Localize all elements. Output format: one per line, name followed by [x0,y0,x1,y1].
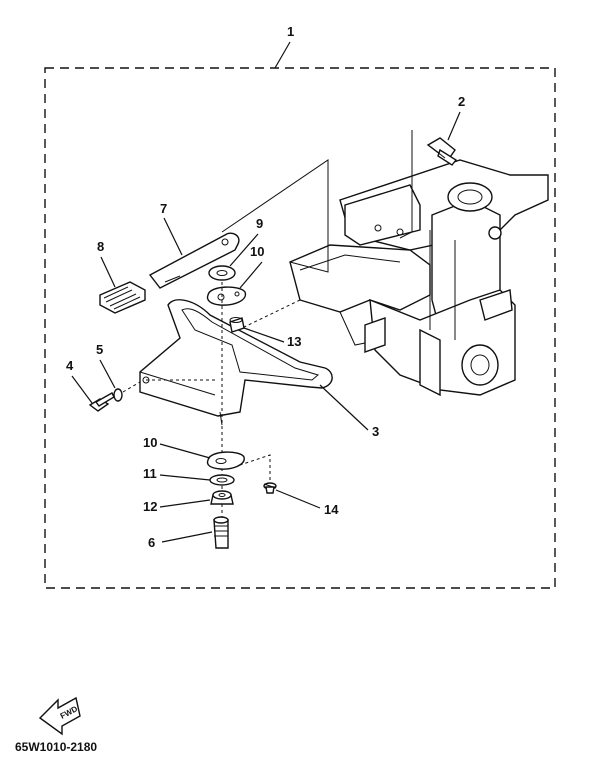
callout-9: 9 [256,216,263,231]
callout-11: 11 [143,466,157,481]
part-11-washer [209,474,235,486]
part-12-nut [210,490,234,505]
part-7-lever [148,232,240,289]
part-6-stud [213,516,229,549]
part-10-plate-lower [206,451,245,470]
callout-14: 14 [324,502,339,517]
callout-4: 4 [66,358,74,373]
callout-10-upper: 10 [250,244,264,259]
swivel-bracket-housing [289,159,549,397]
callout-10-lower: 10 [143,435,157,450]
callout-13: 13 [287,334,301,349]
part-9-washer [208,265,236,281]
callout-8: 8 [97,239,104,254]
assembly-boundary [44,67,556,589]
callout-2: 2 [458,94,465,109]
part-10-plate-upper [206,286,247,306]
callout-3: 3 [372,424,379,439]
part-4-bolt [88,392,115,412]
callout-12: 12 [143,499,157,514]
diagram-code: 65W1010-2180 [15,740,98,754]
part-13-bushing [229,317,245,333]
part-5-lockwasher [113,388,123,402]
part-3-bracket [139,299,333,426]
callout-1: 1 [287,24,294,39]
part-14-screw [263,482,277,494]
callout-6: 6 [148,535,155,550]
callout-7: 7 [160,201,167,216]
callout-5: 5 [96,342,103,357]
part-8-grip [99,281,146,314]
part-2-sensor [426,137,458,166]
fwd-arrow-icon: FWD [38,696,81,736]
